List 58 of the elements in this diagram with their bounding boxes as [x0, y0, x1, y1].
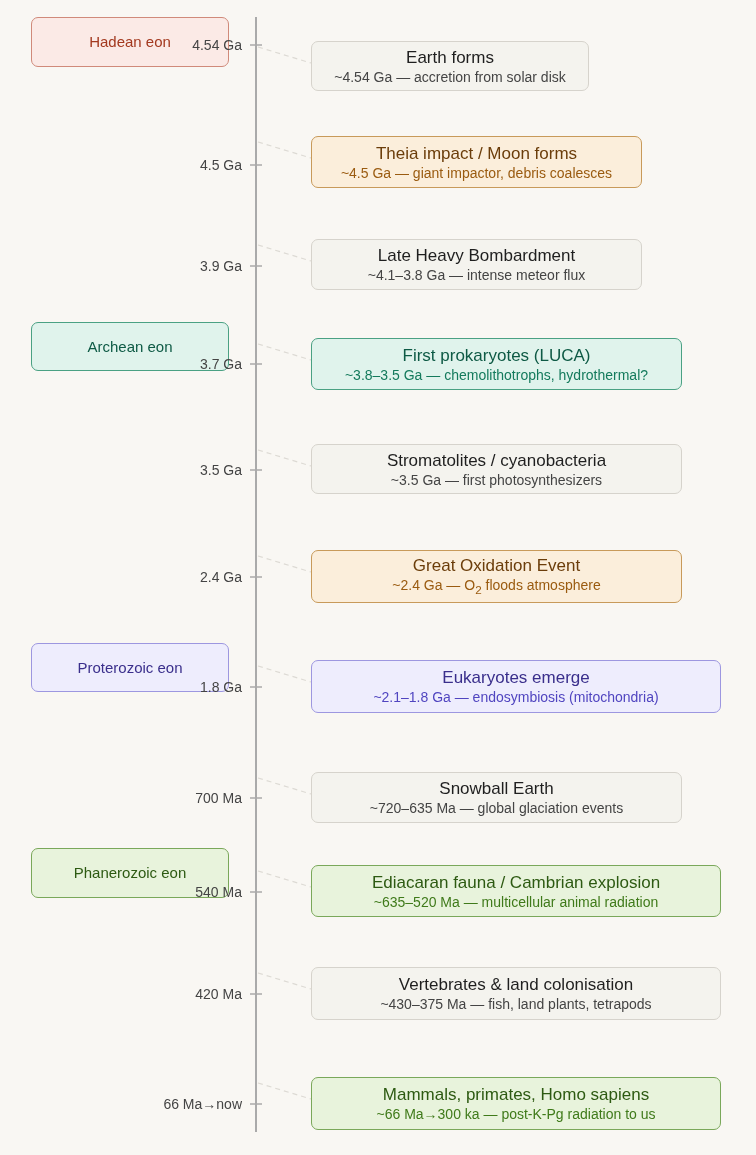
event-detail: ~430–375 Ma — fish, land plants, tetrapods [380, 995, 652, 1013]
event-title: Earth forms [406, 46, 494, 68]
event-detail: ~66 Ma→300 ka — post-K-Pg radiation to us [376, 1105, 656, 1123]
date-label: 66 Ma→now [163, 1095, 242, 1113]
event-title: Stromatolites / cyanobacteria [386, 449, 607, 471]
event-card [311, 136, 642, 188]
eon-label: Proterozoic eon [77, 658, 183, 677]
event-detail: ~635–520 Ma — multicellular animal radiation [373, 892, 659, 911]
event-card [311, 660, 721, 713]
leader-line [257, 343, 312, 361]
date-label: 1.8 Ga [199, 678, 242, 696]
event-title: Snowball Earth [439, 778, 554, 799]
event-detail: ~4.54 Ga — accretion from solar disk [334, 67, 566, 86]
date-label: 700 Ma [195, 789, 242, 807]
event-title: Late Heavy Bombardment [377, 245, 576, 266]
event-title: Ediacaran fauna / Cambrian explosion [371, 871, 661, 893]
leader-line [257, 555, 312, 573]
date-label: 2.4 Ga [199, 568, 242, 586]
leader-line [257, 141, 312, 159]
event-card [311, 550, 682, 603]
date-label: 3.5 Ga [199, 461, 242, 479]
event-detail: ~2.1–1.8 Ga — endosymbiosis (mitochondria) [373, 688, 659, 706]
event-title: Theia impact / Moon forms [375, 142, 578, 164]
event-title: Great Oxidation Event [412, 554, 581, 576]
date-label: 540 Ma [195, 883, 242, 901]
leader-line [257, 870, 312, 888]
leader-line [257, 972, 312, 990]
event-detail: ~4.5 Ga — giant impactor, debris coalesces [340, 163, 613, 182]
event-detail: ~3.8–3.5 Ga — chemolithotrophs, hydrothermal? [344, 365, 649, 384]
leader-line [257, 46, 312, 64]
event-card [311, 772, 682, 823]
leader-line [257, 244, 312, 262]
event-title: Mammals, primates, Homo sapiens [382, 1084, 650, 1105]
event-card [311, 967, 721, 1020]
event-card [311, 865, 721, 917]
date-label: 420 Ma [195, 985, 242, 1003]
date-label: 3.9 Ga [199, 257, 242, 275]
date-label: 3.7 Ga [199, 355, 242, 373]
event-title: Eukaryotes emerge [442, 667, 590, 688]
eon-label: Hadean eon [89, 33, 171, 51]
date-label: 4.5 Ga [199, 156, 242, 174]
event-detail: ~2.4 Ga — O$_{2}$ floods atmosphere [392, 575, 601, 598]
event-detail: ~3.5 Ga — first photosynthesizers [390, 470, 603, 489]
event-title: First prokaryotes (LUCA) [402, 344, 591, 366]
event-card [311, 444, 682, 494]
event-title: Vertebrates & land colonisation [398, 974, 634, 995]
leader-line [257, 665, 312, 683]
event-card [311, 338, 682, 390]
event-card [311, 1077, 721, 1130]
eon-label: Phanerozoic eon [73, 864, 187, 882]
leader-line [257, 1082, 312, 1100]
eon-label: Archean eon [87, 337, 173, 356]
leader-line [257, 777, 312, 795]
event-detail: ~720–635 Ma — global glaciation events [369, 799, 624, 817]
event-card [311, 239, 642, 290]
leader-line [257, 449, 312, 467]
event-card [311, 41, 589, 91]
event-detail: ~4.1–3.8 Ga — intense meteor flux [367, 266, 586, 284]
